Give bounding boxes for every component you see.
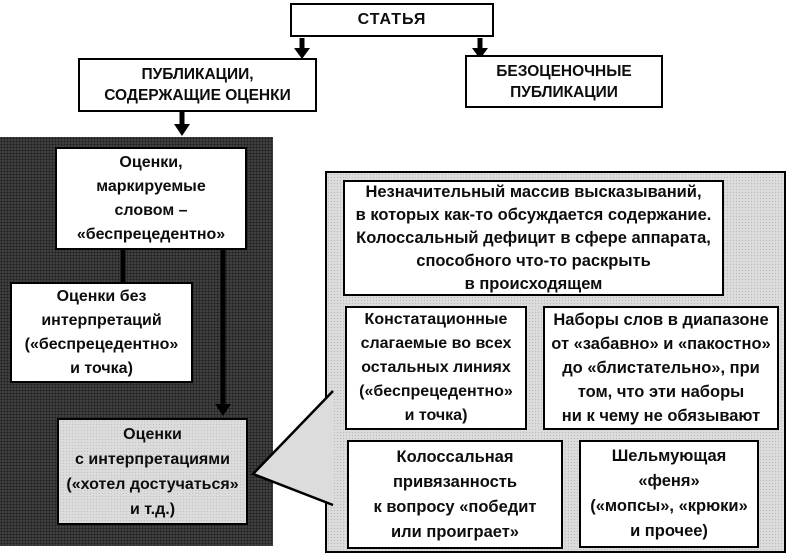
node-bubble-word-sets: Наборы слов в диапазоне от «забавно» и «… [543, 306, 779, 430]
node-bubble-word-sets-label: Наборы слов в диапазоне от «забавно» и «… [551, 311, 771, 425]
node-bubble-summary-label: Незначительный массив высказываний, в ко… [355, 182, 712, 293]
node-marked-evaluations: Оценки, маркируемые словом – «беспрецеде… [55, 147, 247, 250]
node-marked-evaluations-label: Оценки, маркируемые словом – «беспрецеде… [76, 153, 226, 243]
node-evaluative-publications: ПУБЛИКАЦИИ, СОДЕРЖАЩИЕ ОЦЕНКИ [78, 58, 317, 112]
node-bubble-win-or-lose: Колоссальная привязанность к вопросу «по… [347, 440, 563, 549]
node-evaluations-with-interpretations: Оценки с интерпретациями («хотел достуча… [57, 418, 248, 525]
node-article-label: СТАТЬЯ [357, 11, 427, 28]
node-bubble-fenya-label: Шельмующая «феня» («мопсы», «крюки» и пр… [590, 447, 748, 540]
node-bubble-summary: Незначительный массив высказываний, в ко… [343, 180, 724, 296]
node-bubble-fenya: Шельмующая «феня» («мопсы», «крюки» и пр… [579, 440, 759, 548]
arrowhead-down-icon [174, 124, 190, 136]
node-nonevaluative-publications: БЕЗОЦЕНОЧНЫЕ ПУБЛИКАЦИИ [465, 55, 663, 108]
node-evaluations-without-interpretations: Оценки без интерпретаций («беспрецедентн… [10, 282, 193, 383]
node-bubble-win-or-lose-label: Колоссальная привязанность к вопросу «по… [373, 447, 537, 541]
node-bubble-constative-label: Констатационные слагаемые во всех осталь… [359, 311, 513, 424]
node-article: СТАТЬЯ [290, 3, 494, 37]
node-evaluations-without-interpretations-label: Оценки без интерпретаций («беспрецедентн… [24, 287, 179, 377]
node-nonevaluative-publications-label: БЕЗОЦЕНОЧНЫЕ ПУБЛИКАЦИИ [496, 62, 632, 101]
node-evaluations-with-interpretations-label: Оценки с интерпретациями («хотел достуча… [66, 425, 239, 518]
node-bubble-constative: Констатационные слагаемые во всех осталь… [345, 306, 527, 430]
node-evaluative-publications-label: ПУБЛИКАЦИИ, СОДЕРЖАЩИЕ ОЦЕНКИ [104, 66, 291, 104]
